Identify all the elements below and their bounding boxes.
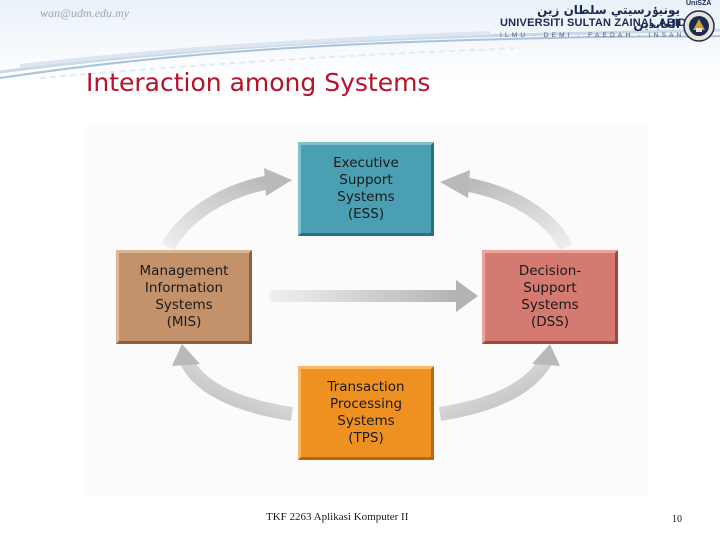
- page-number: 10: [672, 514, 682, 525]
- arrow-tps-to-dss: [438, 344, 560, 421]
- university-emblem-icon: [683, 10, 715, 42]
- logo-mark-label: UniSZA: [686, 0, 712, 7]
- node-dss: Decision- Support Systems (DSS): [482, 250, 618, 344]
- footer-course: TKF 2263 Aplikasi Komputer II: [266, 511, 409, 523]
- arrow-mis-to-dss: [270, 280, 478, 312]
- arrow-tps-to-mis: [172, 344, 294, 421]
- arrow-mis-to-ess: [161, 168, 292, 251]
- logo-arabic-text: يونيۏرسيتي سلطان زين العابدين: [537, 3, 680, 31]
- university-logo: يونيۏرسيتي سلطان زين العابدين UNIVERSITI…: [500, 0, 720, 46]
- node-mis: Management Information Systems (MIS): [116, 250, 252, 344]
- node-ess: Executive Support Systems (ESS): [298, 142, 434, 236]
- node-tps: Transaction Processing Systems (TPS): [298, 366, 434, 460]
- arrow-dss-to-ess: [440, 170, 573, 251]
- header-swoosh-decoration: [0, 0, 720, 80]
- logo-motto: ILMU · DEMI · FAEDAH · INSAN: [500, 32, 685, 39]
- logo-university-name: UNIVERSITI SULTAN ZAINAL ABIDIN: [500, 17, 698, 29]
- author-email: wan@udm.edu.my: [40, 6, 130, 20]
- slide-title: Interaction among Systems: [86, 68, 431, 97]
